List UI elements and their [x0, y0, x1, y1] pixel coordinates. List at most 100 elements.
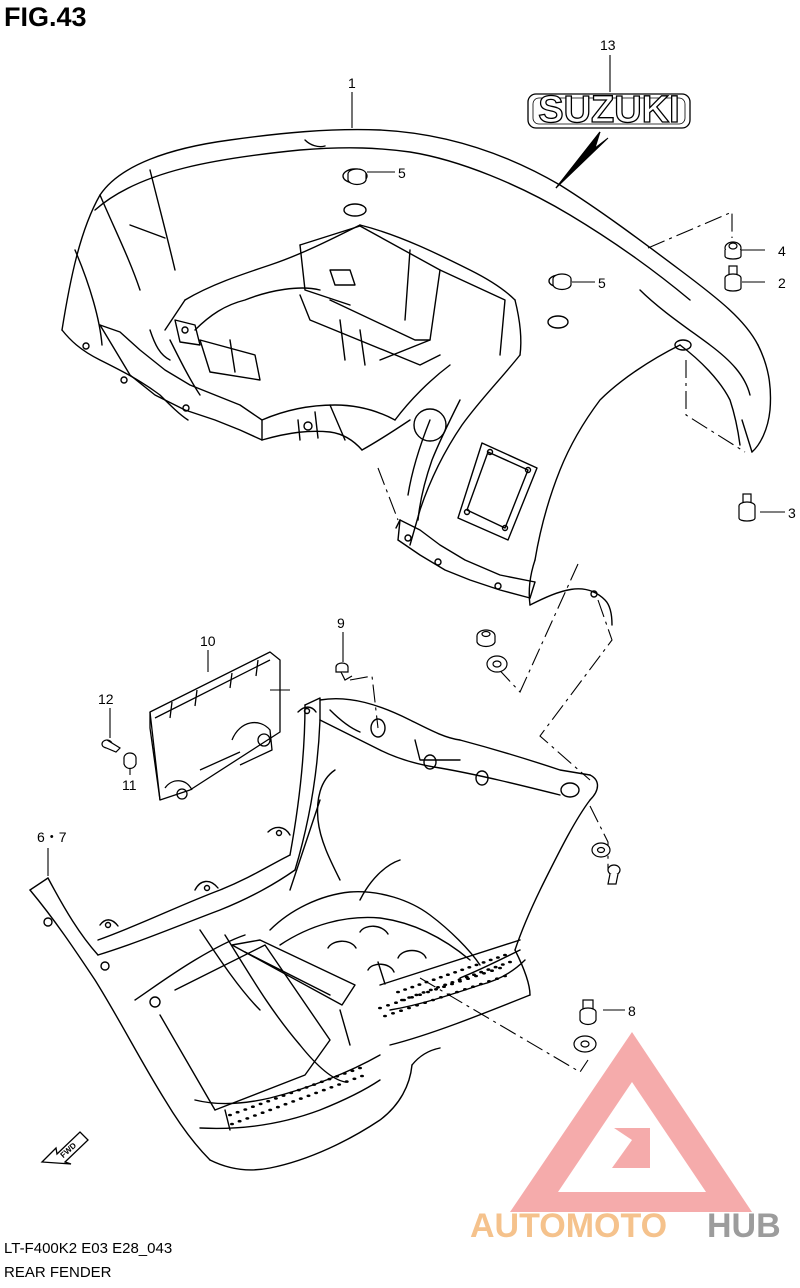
callout-5b: 5 [598, 275, 606, 291]
tread-dot [352, 1077, 357, 1081]
callout-10: 10 [200, 633, 216, 649]
tread-dot [487, 980, 491, 983]
tread-dot [399, 1009, 403, 1012]
tread-dot [230, 1122, 234, 1126]
tread-dot [434, 988, 438, 991]
tread-dot [466, 977, 470, 980]
tread-dot [258, 1102, 263, 1106]
tread-dot [228, 1113, 232, 1117]
tread-dot [275, 1105, 280, 1109]
tread-dot [438, 975, 443, 979]
phantom-lines [349, 211, 746, 1073]
screw-part-9 [335, 662, 353, 681]
tread-dot [245, 1117, 250, 1120]
tread-dot [304, 1086, 309, 1089]
tread-dot [421, 991, 426, 994]
bolt-part-3 [738, 493, 756, 522]
callout-1: 1 [348, 75, 356, 91]
tread-dot [335, 1075, 340, 1078]
tread-dot [414, 993, 419, 997]
tread-dot [327, 1077, 332, 1081]
tread-dot [445, 973, 450, 976]
tread-dot [360, 1074, 364, 1078]
tread-dot [450, 982, 454, 986]
callout-3: 3 [788, 505, 796, 521]
tread-dot [260, 1111, 265, 1114]
tread-dot [402, 998, 406, 1002]
tread-dot [252, 1114, 257, 1117]
bolt-part-8 [573, 999, 597, 1053]
tread-dot [458, 980, 462, 983]
tread-dot [306, 1094, 311, 1098]
tread-dot [314, 1091, 319, 1095]
suzuki-emblem: SUZUKI [527, 88, 691, 132]
grommet-part-5 [347, 168, 572, 291]
tread-dot [342, 1072, 347, 1075]
tread-dot [394, 1001, 398, 1004]
tread-dot [250, 1105, 255, 1108]
tread-dot [235, 1110, 240, 1114]
bolt-part-12 [101, 739, 121, 753]
emblem-text: SUZUKI [538, 89, 679, 131]
tread-dot [455, 990, 459, 994]
tread-dot [474, 963, 479, 967]
callout-4: 4 [778, 243, 786, 259]
figure-title: FIG.43 [4, 2, 87, 32]
tread-dot [407, 1006, 411, 1010]
tread-dot [498, 966, 502, 970]
tread-dot [423, 1001, 427, 1004]
tread-dot [237, 1119, 242, 1123]
tread-dot [467, 966, 472, 969]
bolt-part-2 [724, 265, 742, 292]
tread-dot [431, 978, 436, 981]
callout-6-7: 6・7 [37, 829, 67, 845]
tread-dot [417, 983, 422, 986]
washer-and-screw [591, 842, 621, 885]
rear-fender-upper [61, 128, 772, 626]
tread-dot [298, 1097, 303, 1100]
tread-dot [386, 1004, 390, 1007]
tread-dot [463, 988, 467, 991]
tread-dot [329, 1086, 334, 1089]
callout-9: 9 [337, 615, 345, 631]
tread-dot [488, 958, 493, 962]
nut-part-11 [123, 752, 137, 770]
callout-8: 8 [628, 1003, 636, 1019]
tread-dot [391, 1012, 395, 1015]
tread-dot [378, 1006, 382, 1010]
tread-dot [418, 993, 422, 996]
tread-dot [426, 990, 430, 994]
callout-12: 12 [98, 691, 114, 707]
tread-dot [319, 1080, 324, 1084]
tread-dot [268, 1108, 273, 1112]
tread-dot [493, 965, 498, 969]
watermark-logo: AUTOMOTO HUB [470, 1207, 781, 1245]
tread-dot [500, 963, 505, 966]
callout-5a: 5 [398, 165, 406, 181]
tread-dot [396, 990, 400, 994]
tread-dot [403, 988, 408, 991]
callout-2: 2 [778, 275, 786, 291]
nut-and-washer [476, 629, 508, 673]
tread-dot [350, 1069, 355, 1073]
tread-dot [289, 1091, 294, 1095]
tread-dot [410, 996, 414, 999]
footrest-tread-dots [228, 953, 512, 1126]
tread-dot [503, 974, 507, 978]
tread-dot [442, 985, 446, 988]
tread-dot [482, 972, 486, 975]
tread-dot [281, 1094, 286, 1097]
callout-11: 11 [122, 777, 137, 793]
tread-dot [495, 977, 499, 980]
tread-dot [383, 1014, 387, 1018]
tread-dot [508, 960, 512, 964]
tread-dot [474, 974, 478, 978]
watermark-text-automoto: AUTOMOTO [470, 1207, 667, 1245]
tread-dot [479, 982, 483, 986]
tread-dot [495, 956, 500, 959]
tread-dot [471, 985, 475, 988]
tread-dot [296, 1088, 301, 1092]
tread-dot [431, 998, 435, 1002]
tread-dot [243, 1108, 248, 1111]
